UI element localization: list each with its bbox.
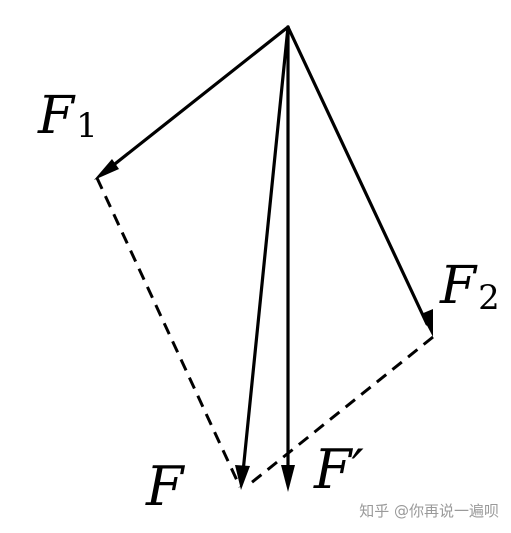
arrowhead-f-prime	[281, 465, 295, 492]
label-f-prime: F′	[313, 438, 364, 501]
vector-f	[241, 25, 290, 474]
dashed-line-f1-to-f	[95, 177, 242, 488]
vector-f1	[104, 25, 290, 173]
label-f1: F1	[37, 86, 98, 146]
arrowhead-f2	[421, 309, 433, 337]
watermark-text: 知乎 @你再说一遍呗	[359, 502, 499, 520]
arrowhead-f1	[94, 159, 119, 180]
label-f: F	[145, 455, 186, 518]
vector-f2	[286, 25, 429, 326]
arrowhead-f	[235, 465, 250, 490]
label-f2: F2	[439, 256, 500, 318]
